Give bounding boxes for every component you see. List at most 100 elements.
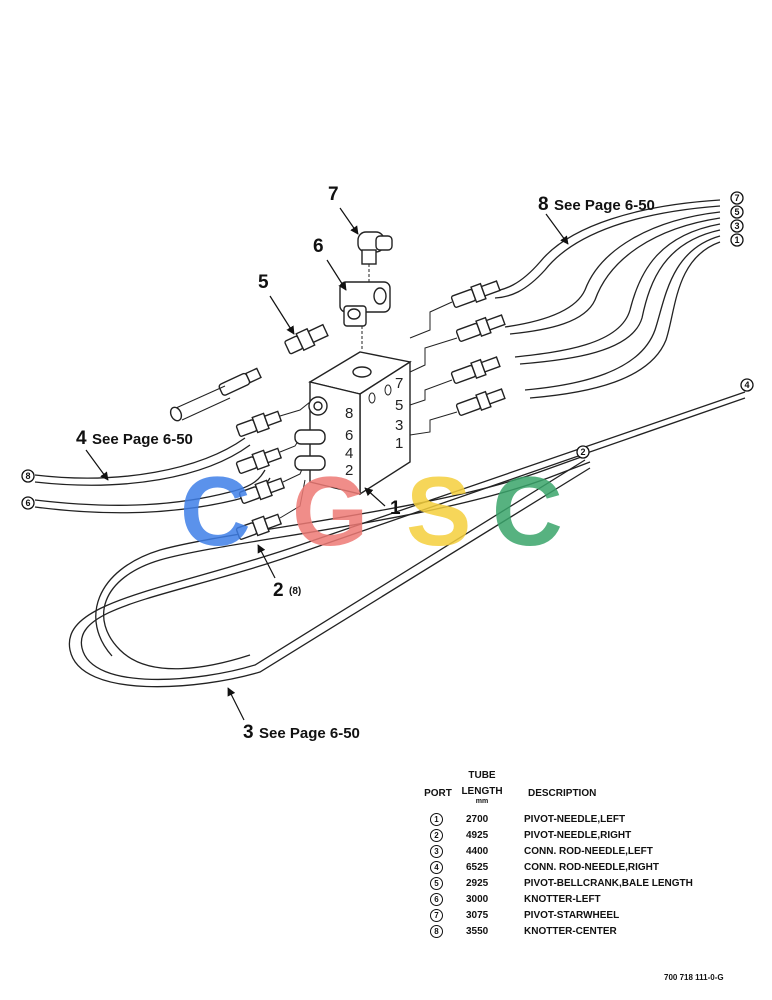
callout-3: 3 See Page 6-50 — [227, 687, 360, 743]
legend-tube-length: 3550 — [466, 926, 489, 937]
legend-description: KNOTTER-LEFT — [524, 894, 601, 905]
watermark-letter: C — [492, 456, 563, 566]
col-tube-header: TUBE — [468, 770, 496, 781]
svg-text:6: 6 — [25, 498, 30, 508]
block-port-label: 6 — [345, 427, 353, 444]
legend-port-marker: 6 — [430, 893, 443, 906]
col-description-header: DESCRIPTION — [528, 788, 597, 799]
port-marker: 5 — [730, 205, 744, 219]
legend-description: CONN. ROD-NEEDLE,LEFT — [524, 846, 653, 857]
legend-port-marker: 7 — [430, 909, 443, 922]
svg-text:1: 1 — [734, 235, 739, 245]
legend-port-marker: 1 — [430, 813, 443, 826]
part-7-fitting — [357, 231, 393, 282]
callout-6: 6 — [313, 236, 347, 291]
callout-7: 7 — [328, 184, 359, 235]
legend-description: PIVOT-NEEDLE,LEFT — [524, 814, 626, 825]
port-marker: 6 — [21, 496, 35, 510]
svg-text:4: 4 — [744, 380, 749, 390]
block-port-label: 8 — [345, 405, 353, 422]
callout-1: 1 — [364, 487, 401, 519]
legend-description: PIVOT-NEEDLE,RIGHT — [524, 830, 632, 841]
legend-row: 4 6525 CONN. ROD-NEEDLE,RIGHT — [420, 860, 740, 876]
port-marker: 3 — [730, 219, 744, 233]
block-port-labels: 8 6 4 2 7 5 3 1 — [345, 375, 403, 479]
callout-number: 6 — [313, 236, 324, 257]
callout-reference: See Page 6-50 — [92, 431, 193, 448]
legend-port-marker: 8 — [430, 925, 443, 938]
col-unit-header: mm — [475, 798, 489, 805]
block-port-label: 3 — [395, 417, 403, 434]
callout-reference: See Page 6-50 — [259, 725, 360, 742]
fittings-upper-right — [409, 280, 506, 436]
tube-end-ports: 7 5 3 1 4 2 8 6 — [21, 191, 754, 510]
legend-description: PIVOT-STARWHEEL — [524, 910, 620, 921]
legend-description: CONN. ROD-NEEDLE,RIGHT — [524, 862, 659, 873]
callout-reference: See Page 6-50 — [554, 197, 655, 214]
callout-number: 3 — [243, 722, 254, 743]
tube-bundle-8 — [489, 199, 721, 399]
legend-port-marker: 4 — [430, 861, 443, 874]
callout-5: 5 — [258, 272, 295, 335]
callout-quantity: (8) — [289, 586, 301, 597]
watermark-letter: C — [180, 456, 251, 566]
watermark-logo: C G S C — [180, 456, 563, 566]
callout-number: 2 — [273, 580, 284, 601]
col-length-header: LENGTH — [461, 786, 503, 797]
port-marker: 4 — [740, 378, 754, 392]
legend-row: 6 3000 KNOTTER-LEFT — [420, 892, 740, 908]
legend-row: 5 2925 PIVOT-BELLCRANK,BALE LENGTH — [420, 876, 740, 892]
callout-number: 4 — [76, 428, 87, 449]
legend-rows: 1 2700 PIVOT-NEEDLE,LEFT 2 4925 PIVOT-NEEDLE,… — [420, 812, 740, 940]
svg-text:8: 8 — [25, 471, 30, 481]
svg-text:3: 3 — [734, 221, 739, 231]
legend-description: PIVOT-BELLCRANK,BALE LENGTH — [524, 878, 693, 889]
legend-tube-length: 4400 — [466, 846, 489, 857]
manifold-block — [294, 351, 412, 496]
legend-tube-length: 3000 — [466, 894, 489, 905]
part-5-connector — [169, 323, 329, 422]
svg-text:2: 2 — [580, 447, 585, 457]
callout-4: 4 See Page 6-50 — [76, 428, 193, 481]
legend-header: PORT TUBE LENGTH mm DESCRIPTION — [420, 768, 740, 812]
legend-description: KNOTTER-CENTER — [524, 926, 617, 937]
watermark-letter: S — [406, 456, 471, 566]
callout-2: 2 (8) — [257, 544, 301, 601]
port-marker: 2 — [576, 445, 590, 459]
tube-loop-3 — [68, 391, 746, 688]
legend-tube-length: 2925 — [466, 878, 489, 889]
legend-row: 3 4400 CONN. ROD-NEEDLE,LEFT — [420, 844, 740, 860]
callout-number: 7 — [328, 184, 339, 205]
block-port-label: 2 — [345, 462, 353, 479]
col-port-header: PORT — [424, 788, 452, 799]
block-port-label: 7 — [395, 375, 403, 392]
svg-text:5: 5 — [734, 207, 739, 217]
legend-port-marker: 2 — [430, 829, 443, 842]
legend-row: 8 3550 KNOTTER-CENTER — [420, 924, 740, 940]
legend-row: 7 3075 PIVOT-STARWHEEL — [420, 908, 740, 924]
callout-number: 1 — [390, 498, 401, 519]
svg-text:7: 7 — [734, 193, 739, 203]
legend-tube-length: 3075 — [466, 910, 489, 921]
block-port-label: 4 — [345, 445, 353, 462]
port-marker: 1 — [730, 233, 744, 247]
port-marker: 7 — [730, 191, 744, 205]
legend-tube-length: 2700 — [466, 814, 489, 825]
legend-tube-length: 4925 — [466, 830, 489, 841]
block-port-label: 1 — [395, 435, 403, 452]
callout-8: 8 See Page 6-50 — [538, 194, 655, 245]
callout-number: 8 — [538, 194, 549, 215]
drawing-number: 700 718 111-0-G — [664, 973, 724, 982]
watermark-letter: G — [292, 456, 368, 566]
legend-port-marker: 3 — [430, 845, 443, 858]
block-port-label: 5 — [395, 397, 403, 414]
legend-port-marker: 5 — [430, 877, 443, 890]
fittings-item-2 — [235, 401, 311, 540]
legend-row: 1 2700 PIVOT-NEEDLE,LEFT — [420, 812, 740, 828]
legend-row: 2 4925 PIVOT-NEEDLE,RIGHT — [420, 828, 740, 844]
port-marker: 8 — [21, 469, 35, 483]
legend-tube-length: 6525 — [466, 862, 489, 873]
callout-number: 5 — [258, 272, 269, 293]
